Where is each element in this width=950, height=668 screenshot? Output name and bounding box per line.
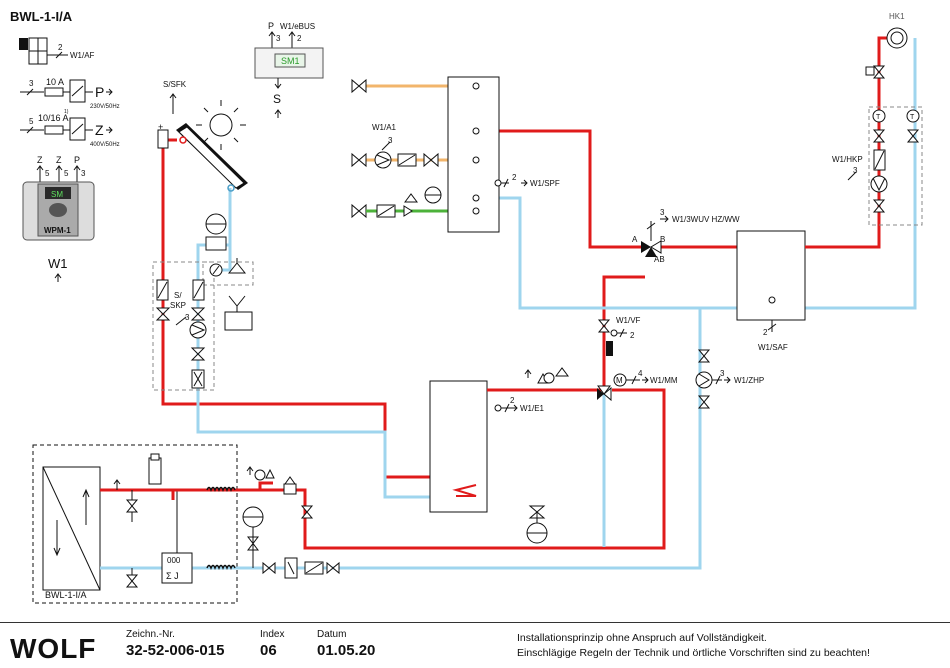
drawing-number-cell: Zeichn.-Nr. 32-52-006-015 xyxy=(126,629,224,659)
label-valve-b: B xyxy=(660,235,665,244)
label-note-1: 1) xyxy=(64,109,69,115)
sm1-module: P W1/eBUS 3 2 SM1 S xyxy=(254,21,324,118)
label-sm1-s: S xyxy=(273,92,281,106)
drawing-number: 32-52-006-015 xyxy=(126,642,225,659)
label-unit: BWL-1-I/A xyxy=(45,590,87,600)
index-label: Index xyxy=(260,629,285,640)
circulation-pump-zhp: 3 W1/ZHP xyxy=(695,349,764,409)
label-cnt: 2 xyxy=(297,34,302,43)
label-fuse-10a: 10 A xyxy=(46,77,64,87)
label-cnt: 3 xyxy=(29,79,34,88)
note-line-1: Installationsprinzip ohne Anspruch auf V… xyxy=(517,632,767,644)
title-block: WOLF Zeichn.-Nr. 32-52-006-015 Index 06 … xyxy=(0,622,950,668)
label-cnt: 5 xyxy=(29,117,34,126)
drawing-number-label: Zeichn.-Nr. xyxy=(126,629,175,640)
label-wpm-z1: Z xyxy=(37,155,43,165)
heat-pump-unit: BWL-1-I/A 000 Σ J xyxy=(32,444,238,604)
label-cnt: 2 xyxy=(58,43,63,52)
three-way-valve: A B AB 3 W1/3WUV HZ/WW xyxy=(632,208,740,264)
dhw-tank: 2 W1/SPF W1/A1 3 xyxy=(351,76,560,233)
label-w1-a1: W1/A1 xyxy=(372,123,397,132)
wolf-logo: WOLF xyxy=(10,633,97,664)
label-cnt: 3 xyxy=(388,136,393,145)
installation-note: Installationsprinzip ohne Anspruch auf V… xyxy=(517,631,870,661)
label-sm1-p: P xyxy=(268,21,274,31)
label-cnt: 3 xyxy=(276,34,281,43)
label-cnt: 2 xyxy=(763,328,768,337)
label-w1-hkp: W1/HKP xyxy=(832,155,863,164)
label-supply-z: Z xyxy=(95,122,104,138)
diagram-title: BWL-1-I/A xyxy=(10,9,73,24)
label-cnt: 3 xyxy=(660,208,665,217)
label-cnt: 3 xyxy=(720,369,725,378)
solar-station: S/ SKP 3 xyxy=(152,213,254,391)
index-value: 06 xyxy=(260,642,277,659)
label-w1-af: W1/AF xyxy=(70,51,95,60)
label-supply-p-voltage: 230V/50Hz xyxy=(90,104,120,110)
label-w1-spf: W1/SPF xyxy=(530,179,560,188)
label-s-sfk: S/SFK xyxy=(163,80,187,89)
label-mixer-m: M xyxy=(616,376,623,385)
label-cnt: 3 xyxy=(853,166,858,175)
buffer-storage: 2 W1/E1 xyxy=(429,367,604,544)
label-valve-a: A xyxy=(632,235,638,244)
svg-text:Σ J: Σ J xyxy=(166,571,179,581)
label-supply-z-voltage: 400V/50Hz xyxy=(90,142,120,148)
label-hk1: HK1 xyxy=(889,12,905,21)
label-w1-e1: W1/E1 xyxy=(520,404,545,413)
label-cnt: 2 xyxy=(512,173,517,182)
label-w1-mm: W1/MM xyxy=(650,376,678,385)
svg-text:000: 000 xyxy=(167,556,181,565)
label-sm1: SM1 xyxy=(281,56,300,66)
label-s-skp2: SKP xyxy=(170,301,186,310)
label-sm1-w1bus: W1/eBUS xyxy=(280,22,315,31)
solar-collector: S/SFK + xyxy=(157,80,248,192)
control-legend: 2 W1/AF 3 10 A P 230V/50Hz 5 10/16 A 1) … xyxy=(19,37,120,282)
label-w1-vf: W1/VF xyxy=(616,316,641,325)
note-line-2: Einschlägige Regeln der Technik und örtl… xyxy=(517,647,870,659)
label-cnt: 3 xyxy=(185,313,190,322)
label-w1: W1 xyxy=(48,256,68,271)
mixing-group: W1/VF 2 M 4 W1/MM xyxy=(597,316,678,402)
label-cnt: 2 xyxy=(630,331,635,340)
buffer-tank: 2 W1/SAF xyxy=(736,230,806,352)
solar-loop-pipes xyxy=(161,138,470,499)
date-value: 01.05.20 xyxy=(317,642,376,659)
label-w1-zhp: W1/ZHP xyxy=(734,376,764,385)
label-cnt: 4 xyxy=(638,369,643,378)
date-cell: Datum 01.05.20 xyxy=(317,629,375,659)
label-fuse-10-16a: 10/16 A xyxy=(38,113,69,123)
index-cell: Index 06 xyxy=(260,629,284,659)
label-wpm-sm: SM xyxy=(51,190,63,199)
date-label: Datum xyxy=(317,629,347,640)
label-valve-ab: AB xyxy=(654,255,665,264)
svg-text:+: + xyxy=(158,122,163,132)
label-t1: T xyxy=(876,114,881,121)
label-wpm-z2: Z xyxy=(56,155,62,165)
label-t2: T xyxy=(910,114,915,121)
label-wpm-name: WPM-1 xyxy=(44,226,71,235)
label-w1-saf: W1/SAF xyxy=(758,343,788,352)
label-cnt: 5 xyxy=(64,169,69,178)
label-s-skp: S/ xyxy=(174,291,182,300)
label-supply-p: P xyxy=(95,84,104,100)
label-cnt: 2 xyxy=(510,396,515,405)
label-cnt: 5 xyxy=(45,169,50,178)
label-wpm-p: P xyxy=(74,155,80,165)
buffer-storage-pipes xyxy=(476,129,737,547)
heating-circuit: HK1 T T W1/HKP 3 xyxy=(805,12,923,249)
label-cnt: 3 xyxy=(81,169,86,178)
label-w1-3wuv: W1/3WUV HZ/WW xyxy=(672,215,740,224)
